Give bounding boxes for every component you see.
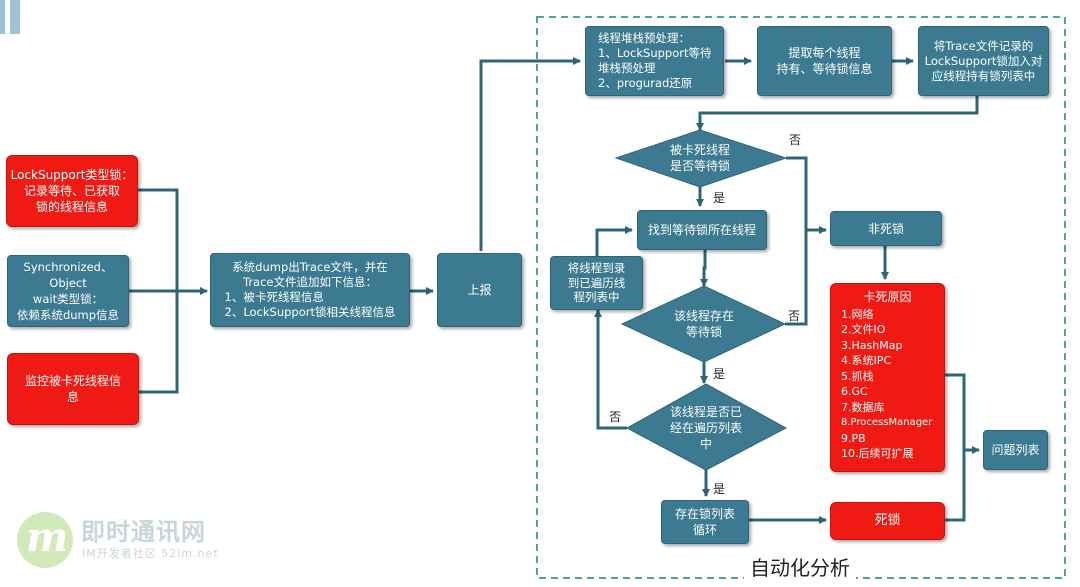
cause-item: 3.HashMap [841, 338, 903, 352]
node-monitor: 监控被卡死线程信 息 [7, 353, 139, 425]
node-synchronized: Synchronized、Object wait类型锁： 依赖系统dump信息 [7, 255, 129, 327]
node-dump-trace: 系统dump出Trace文件，并在 Trace文件追加如下信息： 1、被卡死线程… [210, 253, 410, 327]
label-d1-yes: 是 [713, 191, 726, 205]
node-record-traversed-text: 将线程到录 到已遍历线 程列表中 [567, 261, 626, 305]
cause-item: 7.数据库 [841, 400, 885, 414]
node-extract-locks-text: 提取每个线程 持有、等待锁信息 [776, 46, 873, 76]
decision-d1-shape [614, 129, 788, 188]
label-d2-yes: 是 [713, 367, 726, 381]
node-lock-cycle: 存在锁列表 循环 [661, 500, 749, 544]
node-record-traversed: 将线程到录 到已遍历线 程列表中 [550, 256, 643, 310]
node-preprocess: 线程堆栈预处理： 1、LockSupport等待 堆栈预处理 2、progura… [585, 26, 724, 96]
node-locksupport-text: LockSupport类型锁： 记录等待、已获取 锁的线程信息 [10, 168, 134, 214]
node-problem-list: 问题列表 [983, 430, 1048, 470]
node-dump-trace-text: 系统dump出Trace文件，并在 Trace文件追加如下信息： 1、被卡死线程… [224, 260, 396, 319]
label-d1-no: 否 [789, 133, 802, 147]
node-find-wait-thread: 找到等待锁所在线程 [637, 210, 767, 250]
cause-item: 10.后续可扩展 [841, 447, 914, 460]
node-add-locksupport-text: 将Trace文件记录的 LockSupport锁加入对 应线程持有锁列表中 [924, 38, 1043, 83]
decision-d2-shape [620, 285, 787, 363]
decision-waiting-lock: 被卡死线程 是否等待锁 [669, 143, 730, 173]
region-title: 自动化分析 [744, 552, 856, 581]
cause-item: 4.系统IPC [841, 354, 892, 367]
watermark-logo-circle [17, 512, 73, 568]
causes-title: 卡死原因 [863, 290, 912, 304]
node-stuck-causes: 卡死原因 1.网络 2.文件IO 3.HashMap 4.系统IPC 5.抓栈 6.GC 7… [830, 283, 945, 472]
analysis-region [536, 16, 1066, 579]
cause-item: 9.PB [841, 431, 866, 445]
decision-already-traversed: 该线程是否已 经在遍历列表 中 [669, 405, 742, 451]
node-extract-locks: 提取每个线程 持有、等待锁信息 [757, 26, 892, 96]
watermark-subtitle: IM开发者社区 52im.net [82, 547, 219, 560]
node-add-locksupport: 将Trace文件记录的 LockSupport锁加入对 应线程持有锁列表中 [918, 26, 1049, 96]
cause-item: 5.抓栈 [841, 369, 874, 383]
decision-d3-shape [625, 383, 788, 471]
node-report: 上报 [437, 253, 522, 327]
cause-item: 6.GC [841, 385, 868, 398]
watermark-title: 即时通讯网 [81, 518, 206, 546]
node-deadlock: 死锁 [830, 502, 945, 540]
node-synchronized-text: Synchronized、Object wait类型锁： 依赖系统dump信息 [16, 260, 120, 322]
cause-item: 1.网络 [841, 307, 874, 321]
node-locksupport: LockSupport类型锁： 记录等待、已获取 锁的线程信息 [6, 155, 138, 227]
label-d3-no: 否 [609, 410, 622, 424]
node-lock-cycle-text: 存在锁列表 循环 [674, 507, 735, 537]
causes-list: 1.网络 2.文件IO 3.HashMap 4.系统IPC 5.抓栈 6.GC 7.数据库 8… [841, 307, 934, 462]
watermark-logo: m [26, 514, 69, 561]
node-monitor-text: 监控被卡死线程信 息 [24, 374, 121, 404]
node-not-deadlock: 非死锁 [830, 211, 942, 246]
cause-item: 2.文件IO [841, 323, 886, 336]
node-preprocess-text: 线程堆栈预处理： 1、LockSupport等待 堆栈预处理 2、progura… [598, 31, 712, 90]
decision-thread-has-wait-lock: 该线程存在 等待锁 [673, 309, 734, 339]
cause-item: 8.ProcessManager [841, 417, 933, 428]
label-d3-yes: 是 [713, 482, 726, 496]
label-d2-no: 否 [788, 309, 801, 323]
